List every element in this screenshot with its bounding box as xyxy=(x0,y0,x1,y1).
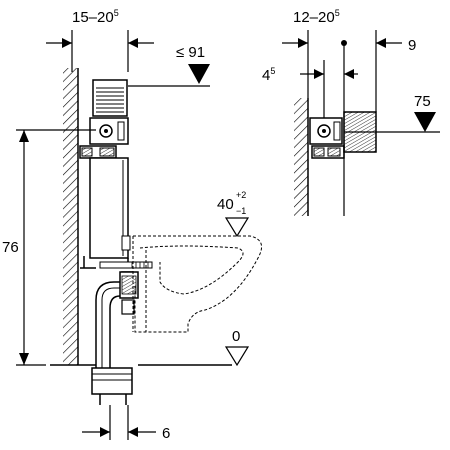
dimension-width-left: 15–205 xyxy=(46,8,154,72)
svg-text:45: 45 xyxy=(262,66,275,84)
floor-level-label: 0 xyxy=(232,328,240,345)
right-wall-hatch xyxy=(294,98,308,216)
offset-9-label: 9 xyxy=(408,37,416,54)
width-left-sup: 5 xyxy=(114,8,119,18)
offset-4-sup: 5 xyxy=(270,66,275,76)
width-left-label: 15–20 xyxy=(72,9,114,26)
bowl-height-label: 40 xyxy=(217,196,234,213)
dimension-offset-9: 9 xyxy=(375,30,416,112)
height-75-label: 75 xyxy=(414,93,431,110)
offset-4-label: 4 xyxy=(262,67,270,84)
toilet-bowl-outline xyxy=(133,235,263,333)
svg-text:12–205: 12–205 xyxy=(293,8,340,26)
bowl-height-sub: −1 xyxy=(236,206,246,216)
max-height-label: ≤ 91 xyxy=(176,44,205,61)
mounting-rail xyxy=(99,261,153,269)
dimension-floor-level: 0 xyxy=(224,328,250,367)
svg-text:15–205: 15–205 xyxy=(72,8,119,26)
dimension-bottom-offset: 6 xyxy=(82,405,170,442)
left-view xyxy=(50,68,263,405)
svg-text:40+2−1: 40+2 −1 xyxy=(217,190,246,216)
dimension-bowl-height: 40+2 −1 xyxy=(217,190,250,238)
dimension-offset-4: 45 xyxy=(262,60,358,118)
actuator-hatch xyxy=(96,87,124,113)
bottom-offset-label: 6 xyxy=(162,425,170,442)
right-view xyxy=(294,98,377,216)
width-right-label: 12–20 xyxy=(293,9,335,26)
bowl-height-sup: +2 xyxy=(236,190,246,200)
left-wall-hatch xyxy=(63,68,78,365)
width-right-sup: 5 xyxy=(335,8,340,18)
dimension-height-75: 75 xyxy=(344,93,440,133)
actuator-box xyxy=(92,79,128,117)
pipe-connector xyxy=(91,367,133,395)
dimension-width-right: 12–205 xyxy=(282,8,347,98)
dimension-max-height: ≤ 91 xyxy=(128,44,210,87)
total-height-label: 76 xyxy=(2,239,19,256)
dimension-total-height: 76 xyxy=(2,129,96,366)
